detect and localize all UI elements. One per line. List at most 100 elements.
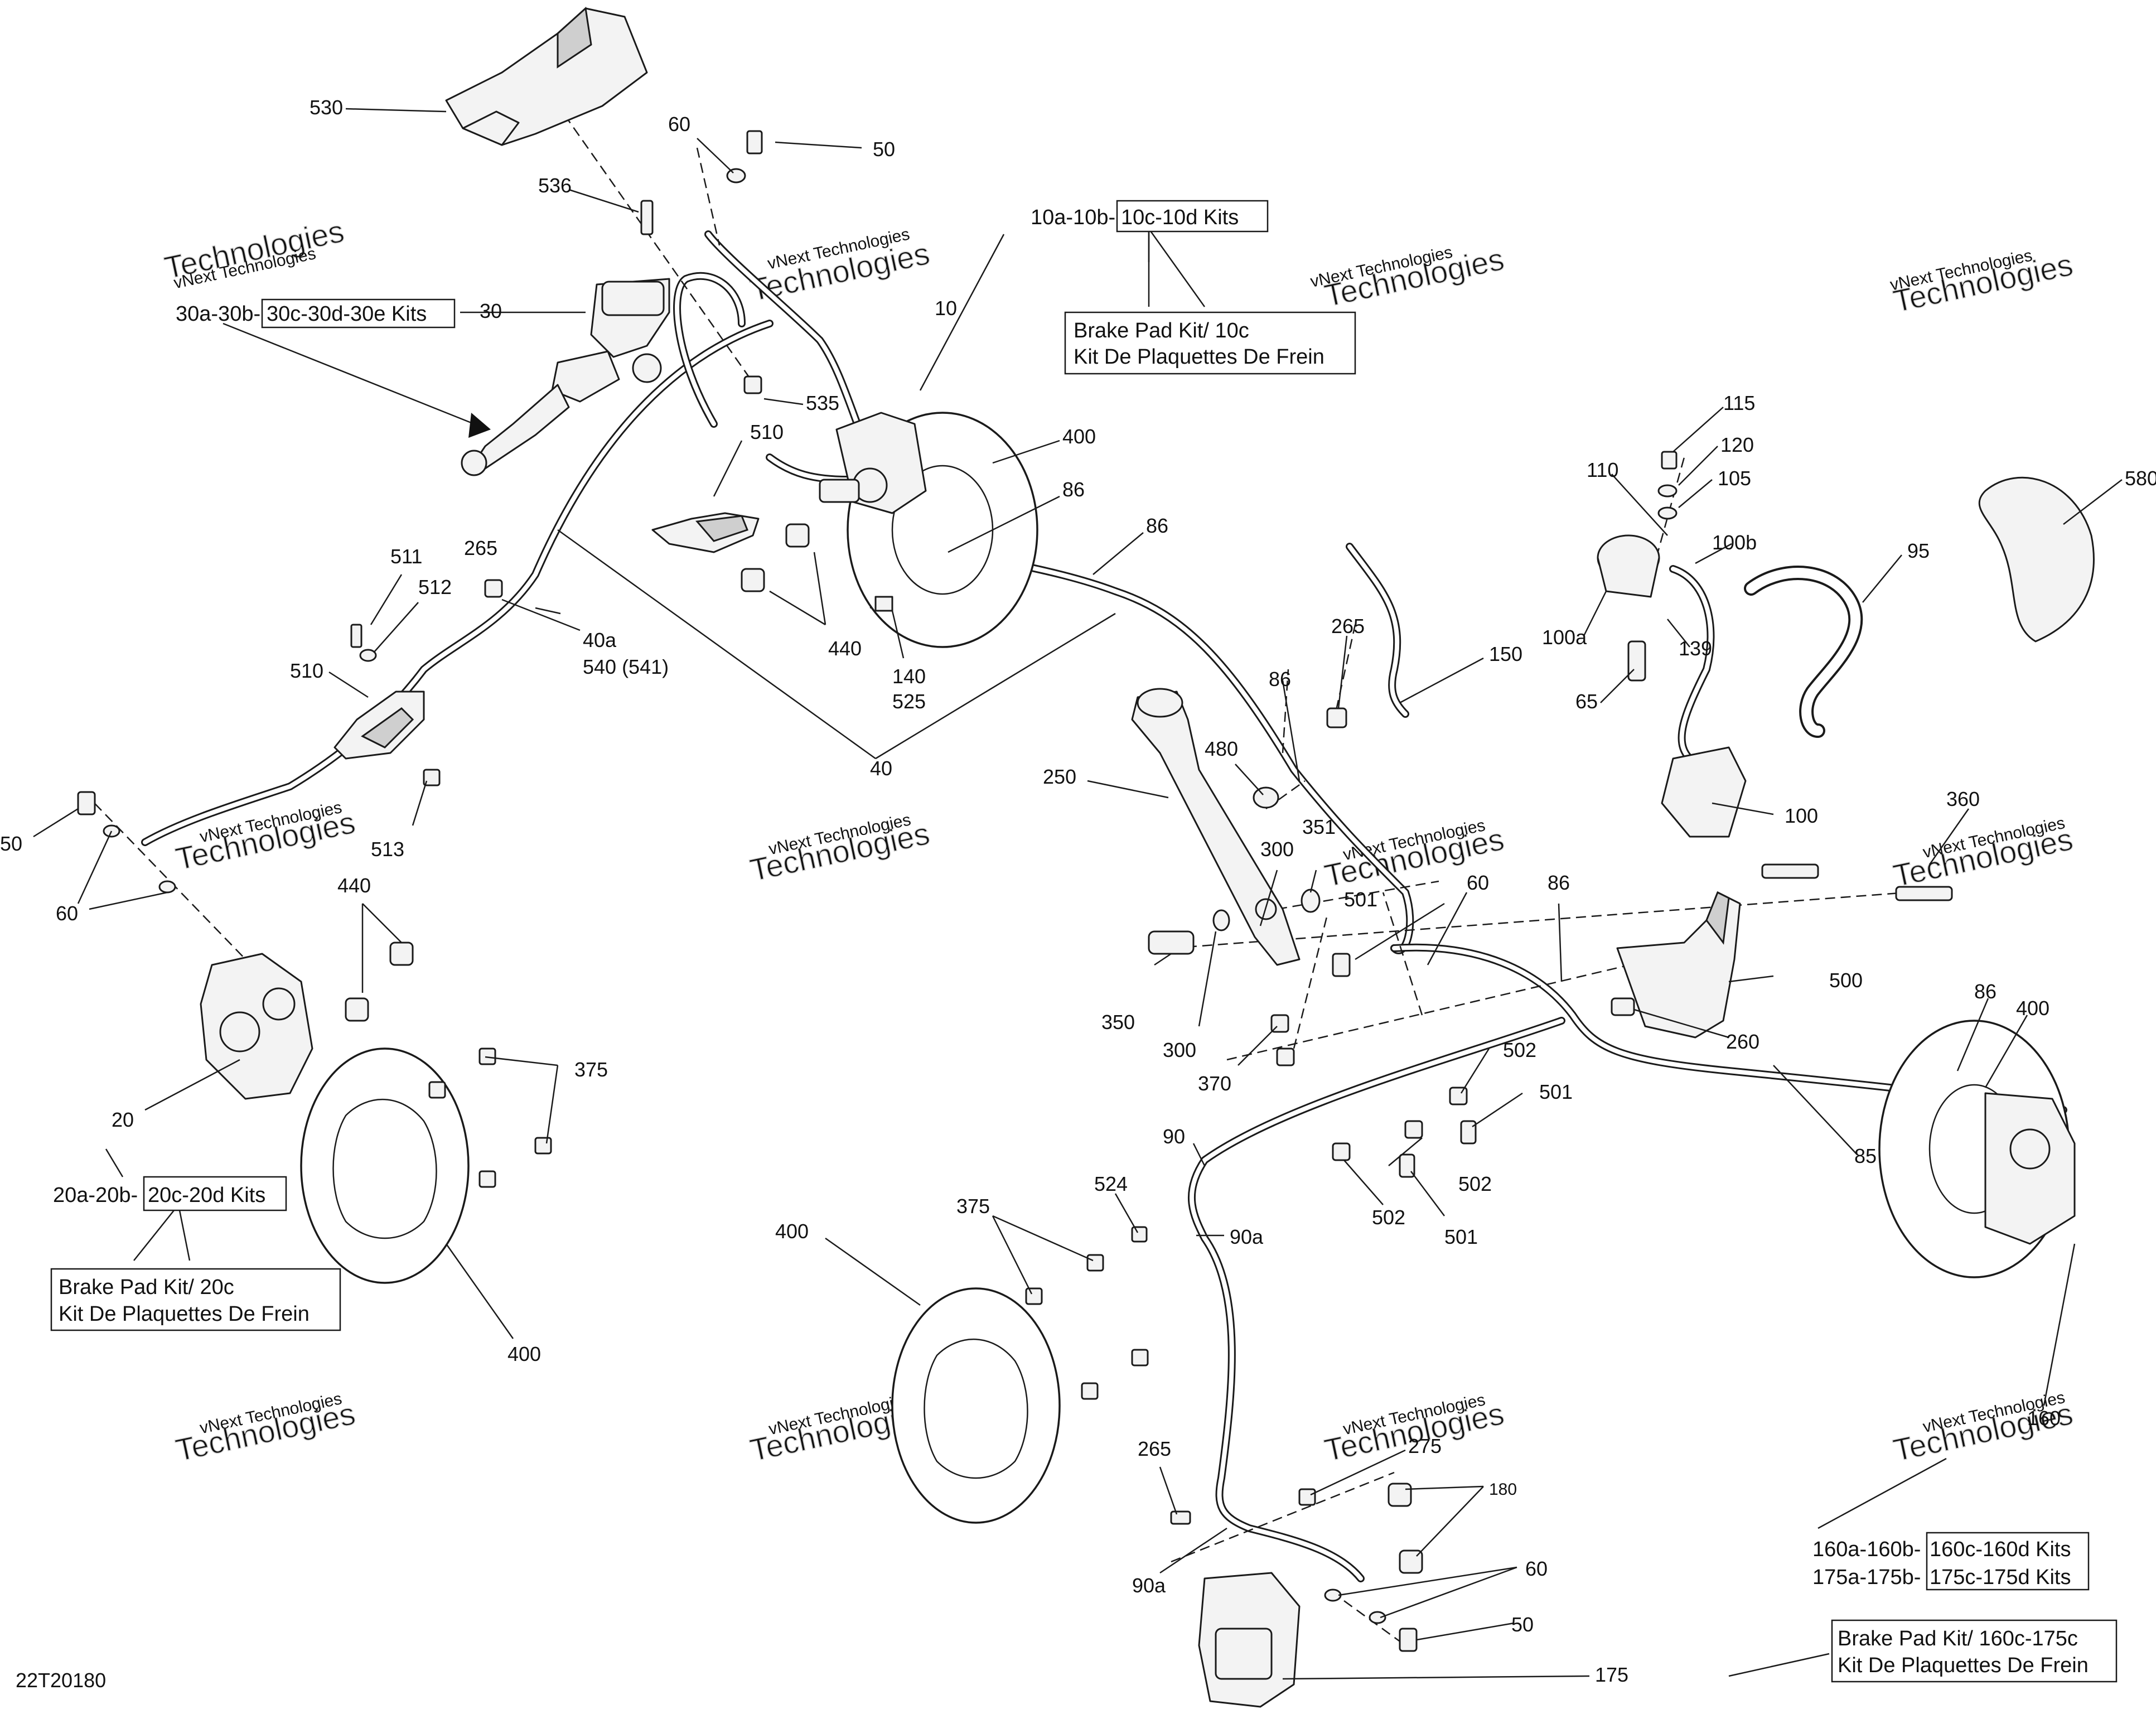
reservoir-hose-inner	[1671, 567, 1713, 761]
bolt-511	[350, 624, 362, 648]
bolt-50c	[1399, 1628, 1418, 1652]
nut-502c	[1332, 1142, 1351, 1161]
label-530: 530	[310, 96, 343, 119]
brake-line-40-inner	[143, 321, 772, 844]
kit10-label: 10c-10d Kits	[1121, 206, 1239, 229]
kit-callouts: 30a-30b- 30c-30d-30e Kits 10a-10b- 10c-1…	[50, 200, 2118, 1683]
label-580: 580	[2125, 467, 2156, 490]
label-400: 400	[775, 1220, 809, 1243]
label-265: 265	[464, 537, 497, 559]
kit160-175-box	[1926, 1532, 2090, 1591]
rear-left-caliper-175	[1198, 1572, 1301, 1708]
screw-375g	[1131, 1349, 1149, 1367]
part-labels: 530 60 50 536 30 10 535 510 400 86 86 51…	[0, 96, 2156, 1692]
brake-pad-10-line2: Kit De Plaquettes De Frein	[1074, 345, 1324, 369]
label-440: 440	[337, 874, 371, 897]
label-86: 86	[1269, 668, 1291, 691]
label-400: 400	[507, 1343, 541, 1365]
bolt-360b	[1895, 886, 1953, 901]
label-400: 400	[2016, 997, 2049, 1020]
kit30-label: 30c-30d-30e Kits	[267, 302, 427, 326]
washer-60d1	[1324, 1589, 1342, 1602]
kit20-prefix: 20a-20b-	[53, 1184, 138, 1207]
label-180: 180	[1489, 1480, 1517, 1499]
label-535: 535	[806, 392, 839, 414]
label-110: 110	[1587, 458, 1618, 481]
label-300: 300	[1163, 1039, 1196, 1061]
label-90a: 90a	[1230, 1225, 1264, 1248]
label-351: 351	[1302, 815, 1336, 838]
label-524: 524	[1094, 1172, 1128, 1195]
kit10-box	[1116, 200, 1269, 233]
kit30-prefix: 30a-30b-	[176, 302, 260, 326]
washer-120	[1657, 484, 1678, 498]
label-375: 375	[574, 1058, 608, 1081]
watermarks: Technologies vNext Technologies Technolo…	[161, 213, 2076, 1468]
label-250: 250	[1043, 765, 1076, 788]
label-502: 502	[1458, 1172, 1492, 1195]
label-513: 513	[371, 838, 404, 861]
label-300: 300	[1260, 838, 1294, 861]
washer-300	[1212, 909, 1230, 931]
label-511: 511	[390, 545, 422, 568]
label-501: 501	[1539, 1080, 1573, 1103]
label-501: 501	[1344, 888, 1377, 911]
label-10: 10	[935, 297, 957, 320]
kit20-label: 20c-20d Kits	[148, 1184, 265, 1207]
part-530-bracket	[445, 7, 648, 146]
diagram-code: 22T20180	[16, 1669, 106, 1692]
nut-502a	[1449, 1087, 1468, 1105]
clip-524	[1131, 1226, 1148, 1243]
fitting-65	[1627, 640, 1646, 682]
front-left-disc	[300, 1047, 470, 1284]
label-90: 90	[1163, 1125, 1185, 1148]
label-501: 501	[1444, 1225, 1478, 1248]
label-525: 525	[892, 690, 926, 713]
label-50: 50	[1511, 1613, 1534, 1636]
kit20-box	[143, 1176, 287, 1211]
label-150: 150	[1489, 643, 1522, 665]
bolt-501b	[1460, 1120, 1477, 1145]
part-500-bracket	[1616, 891, 1741, 1039]
label-65: 65	[1575, 690, 1598, 713]
label-510: 510	[290, 659, 323, 682]
label-139: 139	[1679, 637, 1712, 660]
brake-pad-box-rear	[1831, 1619, 2118, 1683]
label-480: 480	[1205, 737, 1238, 760]
label-400: 400	[1062, 425, 1096, 448]
bolt-50a	[746, 130, 763, 154]
brake-pad-20-line1: Brake Pad Kit/ 20c	[59, 1276, 234, 1299]
label-30: 30	[480, 300, 502, 322]
brake-line-40-outline	[141, 320, 774, 846]
brake-line-86-inner	[946, 550, 1413, 953]
washer-60b2	[158, 880, 176, 894]
brake-pad-rear-line2: Kit De Plaquettes De Frein	[1838, 1654, 2089, 1677]
brake-line-loop-inner	[675, 273, 744, 426]
label-40a: 40a	[583, 629, 617, 651]
fasteners	[77, 130, 1953, 1652]
screw-375h	[1081, 1382, 1099, 1400]
bolt-180a	[1388, 1483, 1412, 1507]
label-60: 60	[668, 113, 690, 136]
label-370: 370	[1198, 1072, 1231, 1095]
label-86: 86	[1146, 514, 1168, 537]
bolt-440a	[785, 523, 810, 548]
label-536: 536	[538, 174, 572, 197]
brake-pad-box-20	[50, 1268, 341, 1331]
label-86: 86	[1062, 478, 1085, 501]
screw-375e	[1086, 1254, 1104, 1272]
brake-pad-20-line2: Kit De Plaquettes De Frein	[59, 1302, 310, 1326]
label-86: 86	[1974, 980, 1997, 1003]
label-60: 60	[1525, 1557, 1548, 1580]
label-86: 86	[1548, 871, 1570, 894]
screw-265a	[484, 579, 503, 598]
label-20: 20	[112, 1108, 134, 1131]
bolt-440d	[345, 997, 369, 1022]
label-160: 160	[2027, 1407, 2061, 1430]
screw-375f	[1025, 1287, 1043, 1305]
label-100a: 100a	[1542, 626, 1587, 649]
label-85: 85	[1854, 1145, 1877, 1167]
clip-501a	[1332, 953, 1351, 977]
nut-480	[1253, 786, 1279, 809]
